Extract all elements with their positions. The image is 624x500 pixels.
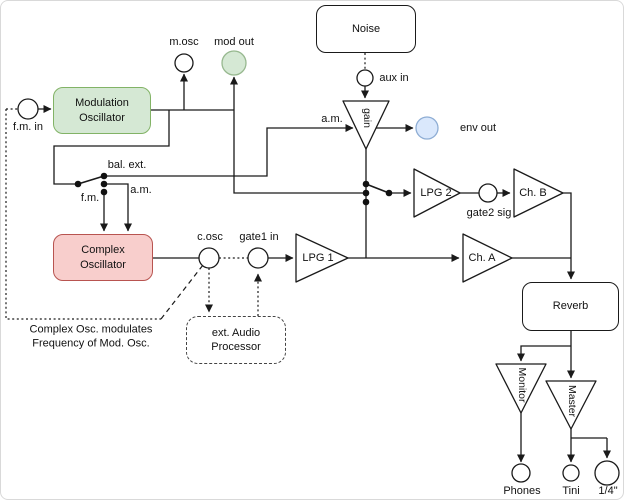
env-out-jack bbox=[415, 116, 439, 140]
ch-b-label: Ch. B bbox=[519, 186, 547, 199]
master-triangle bbox=[545, 380, 597, 430]
switch-dot-set bbox=[74, 172, 393, 206]
lpg1-triangle bbox=[295, 233, 349, 283]
wire-feedback-diagonal bbox=[160, 264, 204, 320]
gate1-in-label: gate1 in bbox=[239, 230, 279, 243]
feedback-annotation: Complex Osc. modulates Frequency of Mod.… bbox=[29, 323, 153, 350]
jack-set bbox=[17, 50, 620, 486]
c-osc-jack bbox=[198, 247, 220, 269]
wire-arrow-set bbox=[38, 73, 611, 463]
env-out-label: env out bbox=[459, 121, 497, 134]
fm-to-complex-label: f.m. bbox=[80, 191, 100, 204]
gate2-sig-jack bbox=[478, 183, 498, 203]
m-osc-jack bbox=[174, 53, 194, 73]
gate2-sig-label: gate2 sig bbox=[466, 206, 512, 219]
bal-ext-label: bal. ext. bbox=[107, 158, 147, 171]
lpg2-label: LPG 2 bbox=[420, 186, 452, 199]
m-osc-label: m.osc bbox=[169, 35, 199, 48]
quarter-inch-label: 1/4" bbox=[598, 484, 618, 497]
gain-label: gain bbox=[360, 108, 373, 128]
switch-lever-right bbox=[365, 183, 390, 194]
reverb-box: Reverb bbox=[522, 282, 619, 331]
ch-a-triangle bbox=[462, 233, 513, 283]
c-osc-label: c.osc bbox=[197, 230, 223, 243]
phones-label: Phones bbox=[503, 484, 541, 497]
modulation-oscillator-box: Modulation Oscillator bbox=[53, 87, 151, 134]
fm-in-label: f.m. in bbox=[13, 120, 43, 133]
switch-lever-left bbox=[77, 175, 105, 185]
noise-box: Noise bbox=[316, 5, 416, 53]
gate1-in-jack bbox=[247, 247, 269, 269]
tini-label: Tini bbox=[562, 484, 580, 497]
am-to-complex-label: a.m. bbox=[130, 183, 152, 196]
aux-in-jack bbox=[356, 69, 374, 87]
master-label: Master bbox=[565, 384, 578, 418]
tini-jack bbox=[562, 464, 580, 482]
fm-in-jack bbox=[17, 98, 39, 120]
triangle-set bbox=[295, 100, 597, 430]
wire-dotted-set bbox=[5, 53, 366, 320]
ch-a-label: Ch. A bbox=[468, 251, 496, 264]
am-to-gain-label: a.m. bbox=[321, 112, 343, 125]
ext-audio-processor-box: ext. Audio Processor bbox=[186, 316, 286, 364]
lpg1-label: LPG 1 bbox=[302, 251, 334, 264]
monitor-label: Monitor bbox=[515, 367, 528, 403]
aux-in-label: aux in bbox=[379, 71, 409, 84]
mod-out-jack bbox=[221, 50, 247, 76]
lpg2-triangle bbox=[413, 168, 461, 218]
quarter-inch-jack bbox=[594, 460, 620, 486]
mod-out-label: mod out bbox=[214, 35, 254, 48]
phones-jack bbox=[511, 463, 531, 483]
monitor-triangle bbox=[495, 363, 547, 414]
gain-triangle bbox=[342, 100, 390, 150]
complex-oscillator-box: Complex Oscillator bbox=[53, 234, 153, 281]
ch-b-triangle bbox=[513, 168, 564, 218]
